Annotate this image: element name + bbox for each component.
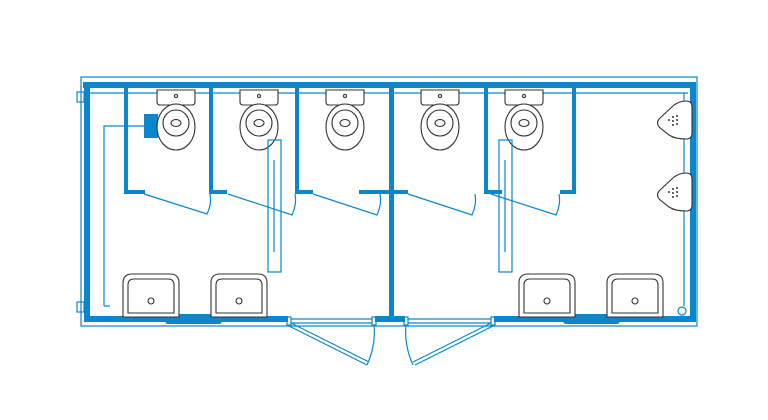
center-wall <box>389 86 394 320</box>
exterior-walls <box>83 82 696 324</box>
urinal <box>656 172 693 212</box>
sink <box>606 273 664 318</box>
hinge <box>76 91 85 103</box>
stall-doors <box>143 193 561 216</box>
window-right <box>563 314 620 324</box>
toilet <box>504 89 544 151</box>
sink <box>210 273 268 318</box>
hinge <box>76 301 85 313</box>
toilet <box>239 89 279 151</box>
outer-frame <box>80 76 698 327</box>
drain <box>677 306 687 316</box>
toilet <box>420 89 460 151</box>
sink <box>518 273 576 318</box>
toilet <box>325 89 365 151</box>
grab-bars <box>267 139 513 273</box>
entrance-door-left[interactable] <box>286 316 377 366</box>
sink <box>122 273 180 318</box>
entrance-door-right[interactable] <box>403 316 496 366</box>
piping <box>90 92 688 307</box>
urinal <box>656 100 693 140</box>
dispenser <box>144 114 158 138</box>
stall-partitions <box>124 88 576 194</box>
toilet <box>156 89 196 151</box>
